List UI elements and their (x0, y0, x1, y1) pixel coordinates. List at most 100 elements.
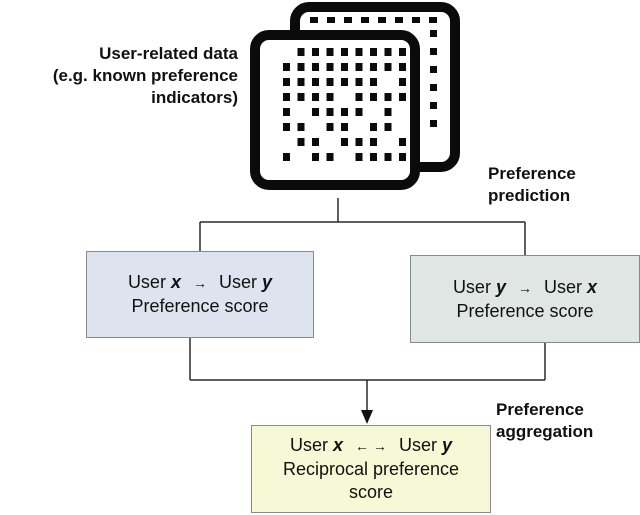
prediction-split-lines (199, 198, 526, 255)
matrix-dot (399, 63, 406, 71)
matrix-dot (326, 63, 334, 71)
matrix-dot (355, 108, 363, 116)
from-user-text: User (289, 435, 328, 455)
matrix-dot (326, 93, 334, 101)
matrix-dot (384, 108, 392, 116)
matrix-dot (312, 93, 319, 101)
matrix-dot (312, 108, 319, 116)
matrix-dot (297, 48, 305, 56)
matrix-dot (384, 153, 392, 161)
matrix-dot (430, 120, 437, 127)
prediction-stage-label-line: prediction (488, 186, 571, 205)
data-source-label: User-related data (e.g. known preference… (0, 43, 238, 109)
to-user-var: y (441, 435, 452, 455)
matrix-dot (384, 93, 392, 101)
matrix-dot (399, 153, 406, 161)
aggregation-stage-label: Preference aggregation (496, 399, 593, 443)
from-user-var: x (333, 435, 344, 455)
matrix-dot (312, 63, 319, 71)
y-to-x-caption: Preference score (456, 300, 594, 321)
matrix-dot (370, 138, 377, 146)
matrix-dot (297, 123, 305, 131)
matrix-dot (283, 153, 290, 161)
matrix-dot (395, 17, 403, 23)
data-source-label-line: User-related data (99, 44, 238, 63)
matrix-dot (370, 48, 377, 56)
right-arrow-icon: → (193, 275, 207, 291)
merge-arrowhead (361, 410, 373, 424)
matrix-dot (297, 138, 305, 146)
matrix-dot (430, 102, 437, 109)
preference-score-x-to-y-box: User x → User y Preference score (86, 251, 314, 338)
to-user-var: x (587, 276, 598, 297)
matrix-dot (430, 84, 437, 91)
matrix-dot (312, 48, 319, 56)
front-document-sheet (250, 30, 420, 190)
matrix-dot (370, 78, 377, 86)
x-to-y-heading: User x → User y (128, 271, 272, 295)
matrix-dot (399, 93, 406, 101)
matrix-dot (341, 78, 348, 86)
matrix-dot (327, 17, 335, 23)
matrix-dot (412, 17, 420, 23)
matrix-dot (355, 78, 363, 86)
matrix-dot (341, 123, 348, 131)
stacked-documents-dot-matrix-icon (250, 2, 460, 190)
matrix-dot (355, 138, 363, 146)
to-user-var: y (262, 272, 273, 292)
from-user-var: y (495, 276, 506, 297)
front-sheet-dots (283, 48, 406, 161)
matrix-dot (361, 17, 369, 23)
matrix-dot (370, 123, 377, 131)
matrix-dot (341, 63, 348, 71)
matrix-dot (370, 93, 377, 101)
matrix-dot (312, 138, 319, 146)
matrix-dot (297, 93, 305, 101)
matrix-dot (430, 48, 437, 55)
matrix-dot (283, 93, 290, 101)
matrix-dot (283, 123, 290, 131)
x-to-y-caption: Preference score (131, 296, 269, 316)
aggregation-stage-label-line: aggregation (496, 422, 594, 441)
reciprocal-caption-line: score (348, 482, 393, 502)
matrix-dot (384, 63, 392, 71)
prediction-stage-label: Preference prediction (488, 163, 576, 207)
matrix-dot (283, 108, 290, 116)
from-user-text: User (452, 276, 491, 297)
matrix-dot (326, 108, 334, 116)
to-user-text: User (219, 272, 258, 292)
matrix-dot (283, 78, 290, 86)
reciprocal-heading: User x ← → User y (290, 434, 452, 458)
matrix-dot (326, 48, 334, 56)
matrix-dot (326, 123, 334, 131)
right-arrow-icon: → (518, 279, 532, 296)
prediction-stage-label-line: Preference (488, 164, 576, 183)
matrix-dot (310, 17, 318, 23)
reciprocal-caption-line: Reciprocal preference (282, 459, 460, 479)
reciprocal-preference-score-box: User x ← → User y Reciprocal preference … (251, 425, 491, 513)
data-source-label-line: (e.g. known preference (52, 66, 238, 85)
matrix-dot (370, 153, 377, 161)
matrix-dot (341, 108, 348, 116)
matrix-dot (399, 138, 406, 146)
matrix-dot (399, 78, 406, 86)
matrix-dot (297, 63, 305, 71)
from-user-var: x (170, 272, 181, 292)
matrix-dot (429, 17, 437, 23)
matrix-dot (297, 78, 305, 86)
matrix-dot (312, 153, 319, 161)
back-sheet-dots (310, 17, 437, 127)
matrix-dot (384, 123, 392, 131)
matrix-dot (355, 153, 363, 161)
matrix-dot (399, 48, 406, 56)
matrix-dot (326, 153, 334, 161)
aggregation-stage-label-line: Preference (496, 400, 584, 419)
data-source-label-line: indicators) (151, 88, 238, 107)
matrix-dot (341, 138, 348, 146)
matrix-dot (344, 17, 352, 23)
aggregation-merge-lines (189, 338, 546, 412)
preference-score-y-to-x-box: User y → User x Preference score (410, 255, 640, 343)
matrix-dot (355, 48, 363, 56)
